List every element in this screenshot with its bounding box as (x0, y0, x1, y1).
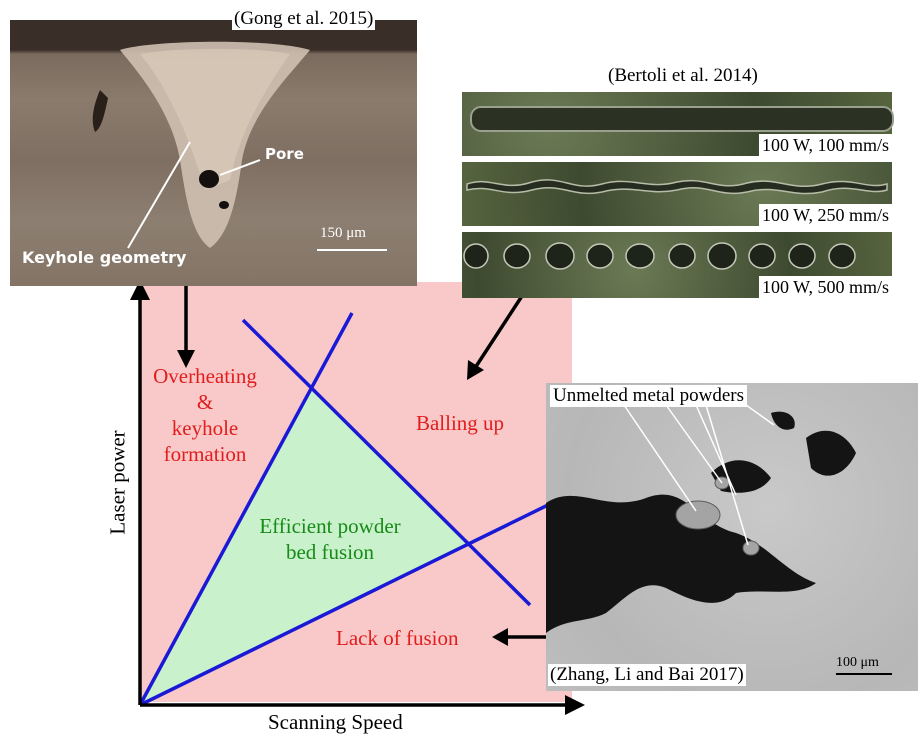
efficient-region (140, 390, 468, 705)
gong-scale-label: 150 μm (320, 225, 366, 241)
zhang-scale-bar (836, 673, 892, 675)
track-250mm-s: 100 W, 250 mm/s (462, 162, 892, 226)
gong-citation: (Gong et al. 2015) (232, 8, 376, 30)
keyhole-geometry-label: Keyhole geometry (22, 248, 187, 267)
pore-label: Pore (265, 145, 304, 163)
bertoli-citation: (Bertoli et al. 2014) (608, 65, 758, 86)
y-axis-arrowhead (130, 280, 150, 300)
efficient-region-label: Efficient powder bed fusion (259, 514, 401, 564)
lack-of-fusion-boundary-line (139, 503, 549, 707)
overheating-region-label: Overheating & keyhole formation (153, 364, 257, 466)
track-3-label: 100 W, 500 mm/s (758, 276, 892, 298)
x-axis-arrowhead (565, 695, 585, 715)
x-axis-label: Scanning Speed (268, 710, 403, 734)
gong-micrograph: Pore Keyhole geometry 150 μm (10, 20, 417, 286)
bertoli-track-images: 100 W, 100 mm/s 100 W, 250 mm/s 100 W, 5… (462, 92, 894, 298)
gong-scale-bar (317, 249, 387, 251)
zhang-citation: (Zhang, Li and Bai 2017) (548, 664, 746, 686)
track-100mm-s: 100 W, 100 mm/s (462, 92, 894, 156)
zhang-scale-label: 100 μm (836, 655, 879, 670)
balling-region-label: Balling up (415, 411, 505, 435)
unmelted-powders-label: Unmelted metal powders (550, 385, 748, 407)
lack-of-fusion-region-label: Lack of fusion (336, 626, 459, 650)
y-axis-label: Laser power (105, 430, 130, 535)
track-2-label: 100 W, 250 mm/s (758, 204, 892, 226)
bertoli-pointer-arrow (473, 295, 524, 369)
overheating-boundary-line (138, 312, 354, 706)
zhang-micrograph: Unmelted metal powders 100 μm (546, 383, 918, 691)
track-1-label: 100 W, 100 mm/s (758, 134, 892, 156)
balling-boundary-line (241, 318, 532, 607)
pore-mark (199, 170, 219, 188)
track-500mm-s: 100 W, 500 mm/s (462, 232, 892, 298)
